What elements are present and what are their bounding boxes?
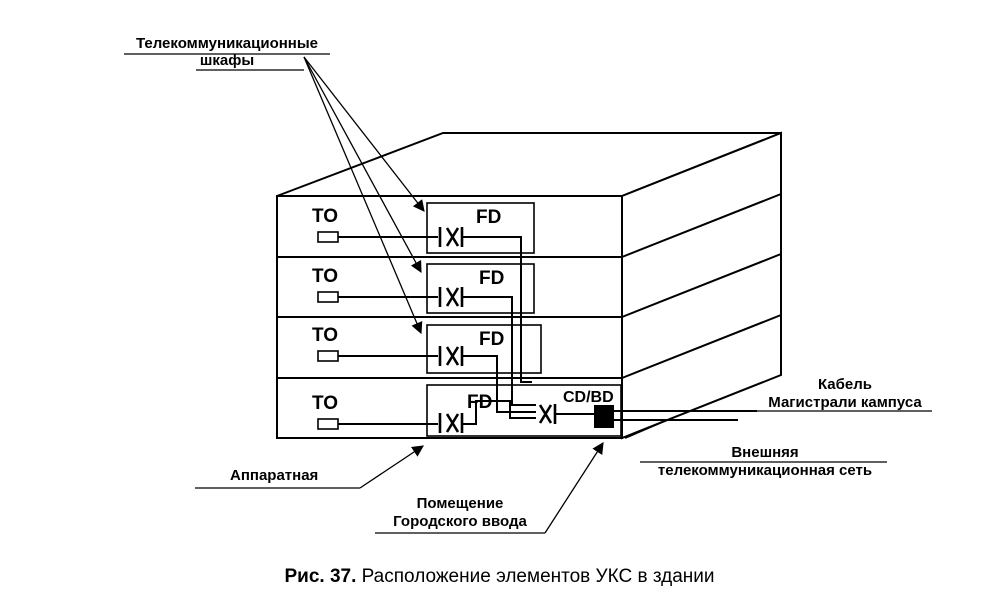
outlet-label-floor-2: TO <box>312 266 339 287</box>
cabinet-floor-3 <box>426 324 542 374</box>
fd-label-floor-4: FD <box>467 392 493 413</box>
cabinet-floor-2 <box>426 263 535 314</box>
external-network-label-line2: телекоммуникационная сеть <box>657 462 873 479</box>
cabinets-label-line1: Телекоммуникационные <box>135 35 319 52</box>
cable-label-line2: Магистрали кампуса <box>768 394 922 411</box>
fd-label-floor-1: FD <box>476 207 502 228</box>
fd-label-floor-3: FD <box>479 329 505 350</box>
figure-number: Рис. 37. <box>284 566 357 587</box>
entrance-room-label-line1: Помещение <box>416 495 504 512</box>
cable-label-line1: Кабель <box>817 376 873 393</box>
outlet-socket-1 <box>317 231 339 243</box>
cabinet-floor-1 <box>426 202 535 254</box>
figure-caption: Рис. 37. Расположение элементов УКС в зд… <box>0 566 999 588</box>
outlet-label-floor-1: TO <box>312 206 339 227</box>
cross-connect-symbols <box>438 227 557 433</box>
backbone-cables <box>462 236 594 425</box>
outlet-label-floor-3: TO <box>312 325 339 346</box>
cd-bd-label: CD/BD <box>563 389 614 406</box>
outlet-socket-3 <box>317 350 339 362</box>
entrance-room-label-line2: Городского ввода <box>393 513 527 530</box>
figure-title: Расположение элементов УКС в здании <box>361 566 715 587</box>
cd-bd-block <box>594 405 614 428</box>
external-network-label-line1: Внешняя <box>731 444 799 461</box>
equipment-room-label: Аппаратная <box>230 467 319 484</box>
fd-label-floor-2: FD <box>479 268 505 289</box>
cabinets-label-line2: шкафы <box>199 52 255 69</box>
outlet-socket-4 <box>317 418 339 430</box>
outlet-label-floor-4: TO <box>312 393 339 414</box>
outlet-socket-2 <box>317 291 339 303</box>
